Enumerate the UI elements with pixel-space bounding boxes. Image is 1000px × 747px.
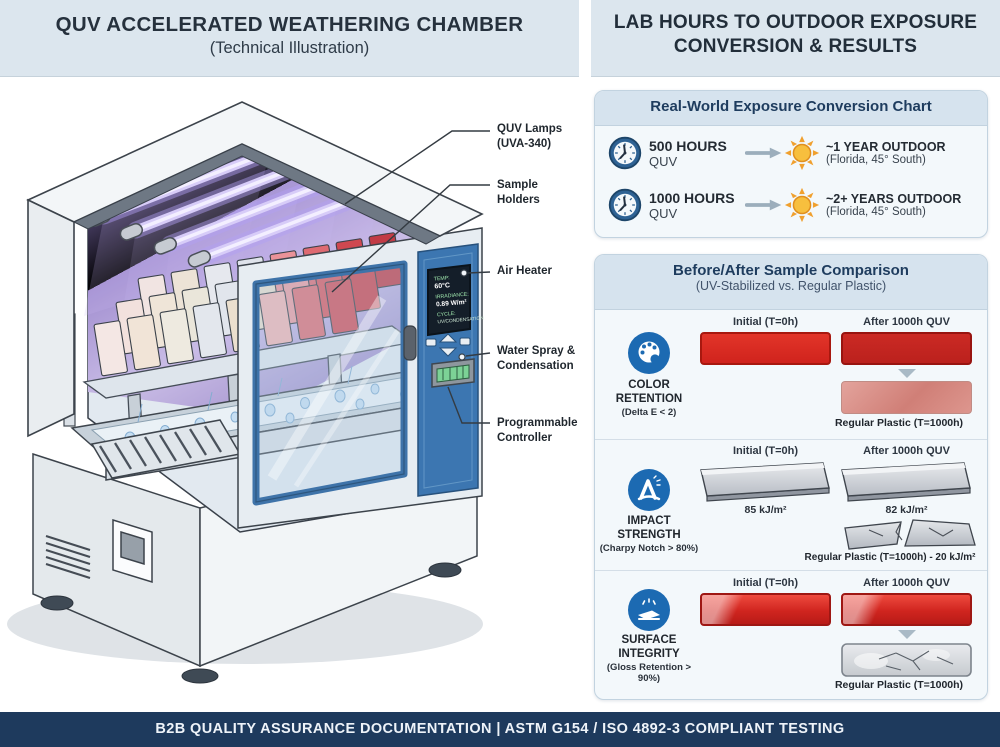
- regular-caption: Regular Plastic (T=1000h): [834, 679, 964, 691]
- impact-bar-after: [841, 462, 971, 502]
- svg-text:CYCLE:: CYCLE:: [437, 311, 456, 319]
- control-panel: TEMP: 60°C IRRADIANCE: 0.89 W/m² CYCLE: …: [417, 243, 485, 497]
- col-header-after: After 1000h QUV: [863, 445, 950, 457]
- outdoor-location: (Florida, 45° South): [826, 154, 926, 166]
- label-quv-lamps: QUV Lamps (UVA-340): [497, 123, 563, 150]
- hours-unit: QUV: [649, 153, 678, 169]
- swatch-initial: [700, 332, 831, 365]
- comparison-row-color: COLOR RETENTION (Delta E < 2) Initial (T…: [595, 310, 987, 439]
- surface-icon: [628, 589, 670, 631]
- clock-icon: [608, 136, 642, 170]
- col-header-after: After 1000h QUV: [863, 577, 950, 589]
- door-handle: [403, 325, 417, 361]
- impact-value-initial: 85 kJ/m²: [744, 504, 787, 516]
- impact-bar-cracked: [844, 519, 976, 550]
- quv-chamber-illustration: TEMP: 60°C IRRADIANCE: 0.89 W/m² CYCLE: …: [7, 101, 491, 684]
- sun-icon: [784, 187, 820, 223]
- outdoor-location: (Florida, 45° South): [826, 206, 926, 218]
- comparison-row-surface: SURFACE INTEGRITY (Gloss Retention > 90%…: [595, 570, 987, 701]
- label-sample-holders: Sample Holders: [497, 179, 540, 206]
- svg-text:60°C: 60°C: [434, 281, 450, 290]
- metric-label: SURFACE INTEGRITY: [618, 634, 680, 661]
- callout-dot-water-spray: [458, 353, 466, 361]
- display-readings: TEMP: 60°C IRRADIANCE: 0.89 W/m² CYCLE: …: [434, 275, 485, 325]
- panel-buttons[interactable]: [425, 333, 471, 357]
- sun-icon: [784, 135, 820, 171]
- comparison-card: Before/After Sample Comparison (UV-Stabi…: [594, 254, 988, 700]
- col-header-initial: Initial (T=0h): [732, 316, 799, 328]
- svg-text:0.89 W/m²: 0.89 W/m²: [436, 299, 468, 309]
- header-left: QUV ACCELERATED WEATHERING CHAMBER (Tech…: [0, 0, 579, 77]
- leader-lines: [331, 130, 491, 424]
- svg-text:TEMP:: TEMP:: [434, 275, 450, 282]
- svg-text:UV/CONDENSATION: UV/CONDENSATION: [437, 315, 484, 325]
- conversion-row-500: 500 HOURS QUV ~1 YEAR OUTDOOR (Florida, …: [607, 131, 979, 175]
- impact-value-after: 82 kJ/m²: [885, 504, 928, 516]
- chamber-door: TEMP: 60°C IRRADIANCE: 0.89 W/m² CYCLE: …: [237, 227, 485, 529]
- page-subtitle-left: (Technical Illustration): [209, 39, 370, 57]
- comparison-row-impact: IMPACT STRENGTH (Charpy Notch > 80%) Ini…: [595, 439, 987, 570]
- label-water-spray: Water Spray & Condensation: [497, 345, 576, 372]
- page-title-right: LAB HOURS TO OUTDOOR EXPOSURE CONVERSION…: [613, 12, 978, 58]
- hours-unit: QUV: [649, 205, 678, 221]
- hours-value: 500 HOURS: [649, 137, 727, 154]
- comparison-card-subtitle: (UV-Stabilized vs. Regular Plastic): [695, 279, 887, 293]
- label-programmable-controller: Programmable Controller: [497, 417, 578, 444]
- impact-icon: [628, 469, 670, 511]
- swatch-after: [841, 593, 972, 626]
- left-wall: [27, 198, 75, 438]
- spray-manifold: [90, 419, 242, 479]
- metric-spec: (Charpy Notch > 80%): [599, 543, 699, 554]
- arrow-right-icon: [745, 147, 782, 159]
- arrow-down-icon: [898, 630, 916, 639]
- conversion-card-header: Real-World Exposure Conversion Chart: [595, 91, 987, 126]
- label-air-heater: Air Heater: [497, 265, 552, 277]
- outdoor-equivalent: ~2+ YEARS OUTDOOR: [826, 192, 962, 206]
- comparison-card-header: Before/After Sample Comparison (UV-Stabi…: [595, 255, 987, 310]
- svg-text:IRRADIANCE:: IRRADIANCE:: [435, 292, 469, 301]
- arrow-down-icon: [898, 369, 916, 378]
- clock-icon: [608, 188, 642, 222]
- chamber-lid: [26, 101, 484, 438]
- header-right: LAB HOURS TO OUTDOOR EXPOSURE CONVERSION…: [591, 0, 1000, 77]
- swatch-regular-cracked: [841, 643, 972, 677]
- conversion-card-title: Real-World Exposure Conversion Chart: [650, 98, 932, 115]
- footer-text: B2B QUALITY ASSURANCE DOCUMENTATION | AS…: [155, 721, 845, 737]
- impact-bar-initial: [700, 462, 830, 502]
- col-header-initial: Initial (T=0h): [732, 445, 799, 457]
- metric-label: IMPACT STRENGTH: [617, 515, 681, 542]
- base-handle: [112, 518, 153, 584]
- swatch-regular-degraded: [841, 381, 972, 414]
- regular-caption: Regular Plastic (T=1000h): [834, 417, 964, 429]
- hours-value: 1000 HOURS: [649, 189, 735, 206]
- swatch-after: [841, 332, 972, 365]
- outdoor-equivalent: ~1 YEAR OUTDOOR: [826, 140, 946, 154]
- metric-label: COLOR RETENTION: [615, 379, 683, 406]
- regular-caption: Regular Plastic (T=1000h) - 20 kJ/m²: [804, 552, 976, 563]
- palette-icon: [628, 332, 670, 374]
- conversion-row-1000: 1000 HOURS QUV ~2+ YEARS OUTDOOR (Florid…: [607, 183, 979, 227]
- sample-row-front: [93, 278, 359, 377]
- conversion-card: Real-World Exposure Conversion Chart 500…: [594, 90, 988, 238]
- swatch-initial: [700, 593, 831, 626]
- control-display: [427, 263, 471, 337]
- metric-spec: (Delta E < 2): [621, 407, 677, 418]
- col-header-initial: Initial (T=0h): [732, 577, 799, 589]
- vent-grille: [45, 534, 91, 580]
- footer-bar: B2B QUALITY ASSURANCE DOCUMENTATION | AS…: [0, 712, 1000, 747]
- page-title-left: QUV ACCELERATED WEATHERING CHAMBER: [55, 13, 524, 36]
- feet: [40, 562, 462, 684]
- viewing-window: [252, 260, 408, 506]
- metric-spec: (Gloss Retention > 90%): [606, 662, 692, 684]
- col-header-after: After 1000h QUV: [863, 316, 950, 328]
- callout-dot-air-heater: [460, 269, 468, 277]
- timer-lcd: [431, 358, 475, 388]
- arrow-right-icon: [745, 199, 782, 211]
- comparison-card-title: Before/After Sample Comparison: [673, 262, 909, 279]
